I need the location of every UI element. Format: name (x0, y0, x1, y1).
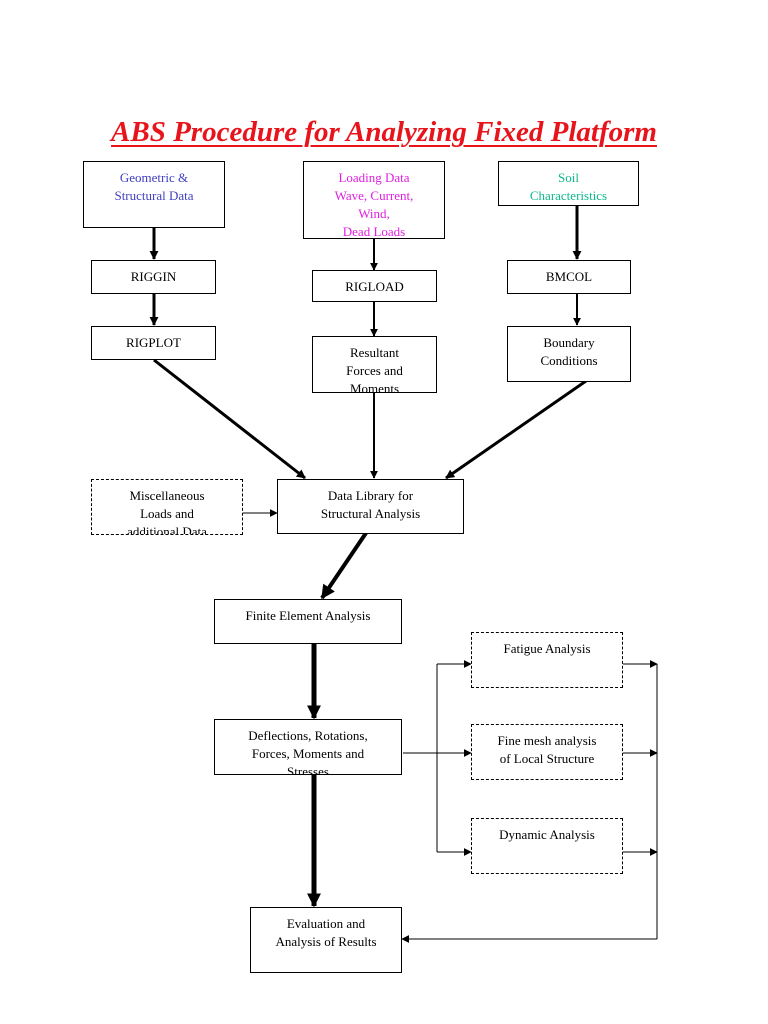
node-geometric-structural-data: Geometric & Structural Data (83, 161, 225, 228)
node-data-library: Data Library for Structural Analysis (277, 479, 464, 534)
node-text: additional Data (127, 524, 207, 535)
node-finite-element-analysis: Finite Element Analysis (214, 599, 402, 644)
node-text: Moments (349, 381, 400, 393)
node-text: RIGPLOT (126, 335, 181, 350)
node-text: BMCOL (545, 269, 593, 284)
node-text: Wind, (358, 206, 390, 221)
node-deflections-rotations: Deflections, Rotations, Forces, Moments … (214, 719, 402, 775)
node-text: Finite Element Analysis (245, 608, 371, 623)
node-fine-mesh-analysis: Fine mesh analysis of Local Structure (471, 724, 623, 780)
node-text: Loading Data (338, 170, 410, 185)
node-text: RIGGIN (130, 269, 177, 284)
node-text: Resultant (349, 345, 400, 360)
node-loading-data: Loading Data Wave, Current, Wind, Dead L… (303, 161, 445, 239)
node-text: RIGLOAD (345, 279, 404, 294)
node-boundary-conditions: Boundary Conditions (507, 326, 631, 382)
node-text: Loads and (140, 506, 194, 521)
node-text: Fine mesh analysis (497, 733, 597, 748)
node-evaluation-results: Evaluation and Analysis of Results (250, 907, 402, 973)
arrow-rigplot-to-library (153, 358, 306, 480)
node-text: Dynamic Analysis (499, 827, 595, 842)
node-fatigue-analysis: Fatigue Analysis (471, 632, 623, 688)
node-text: Characteristics (529, 188, 608, 203)
node-text: Dead Loads (342, 224, 406, 239)
node-text: Wave, Current, (334, 188, 414, 203)
diagram-title: ABS Procedure for Analyzing Fixed Platfo… (111, 116, 657, 148)
node-text: Conditions (540, 353, 598, 368)
node-text: of Local Structure (499, 751, 595, 766)
node-text: Structural Data (114, 188, 194, 203)
node-text: Analysis of Results (275, 934, 377, 949)
node-bmcol: BMCOL (507, 260, 631, 294)
node-rigplot: RIGPLOT (91, 326, 216, 360)
node-text: Miscellaneous (129, 488, 205, 503)
node-text: Evaluation and (286, 916, 366, 931)
node-text: Geometric & (119, 170, 189, 185)
node-dynamic-analysis: Dynamic Analysis (471, 818, 623, 874)
node-resultant-forces-moments: Resultant Forces and Moments (312, 336, 437, 393)
node-text: Forces and (346, 363, 403, 378)
node-text: Soil (558, 170, 579, 185)
node-soil-characteristics: Soil Characteristics (498, 161, 639, 206)
node-text: Fatigue Analysis (503, 641, 591, 656)
node-text: Boundary (543, 335, 595, 350)
node-miscellaneous-loads: Miscellaneous Loads and additional Data (91, 479, 243, 535)
node-text: Forces, Moments and (251, 746, 365, 761)
node-text: Data Library for (327, 488, 414, 503)
node-text: Deflections, Rotations, (248, 728, 368, 743)
node-text: Structural Analysis (320, 506, 421, 521)
arrow-library-to-fea (320, 531, 368, 600)
node-rigload: RIGLOAD (312, 270, 437, 302)
arrow-boundary-to-library (445, 379, 587, 480)
node-text: Stresses (287, 764, 329, 775)
node-riggin: RIGGIN (91, 260, 216, 294)
